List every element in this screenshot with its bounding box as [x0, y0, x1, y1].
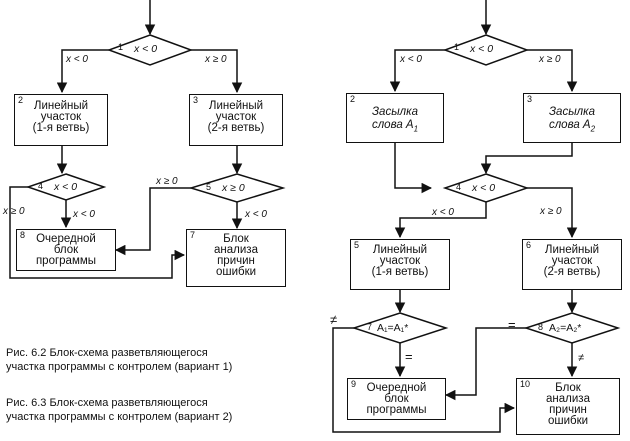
left-block-2-line1: Линейный [33, 100, 89, 112]
left-decision-5-down-label: x < 0 [245, 209, 267, 220]
right-block-6-linear-branch-2: 6 Линейный участок (2-я ветвь) [522, 239, 622, 290]
right-block-5-number: 5 [354, 240, 360, 250]
figure-6-2-caption-line1: Рис. 6.2 Блок-схема разветвляющегося [6, 347, 208, 359]
right-block-10-error-analysis: 10 Блок анализа причин ошибки [516, 378, 620, 435]
left-decision-5-number: 5 [206, 182, 212, 192]
right-arrow-8-to-9 [444, 327, 526, 401]
left-block-2-linear-branch-1: 2 Линейный участок (1-я ветвь) [14, 94, 108, 146]
left-decision-1-diamond [106, 34, 194, 66]
right-block-10-line3: причин [549, 404, 587, 416]
right-decision-1-number: 1 [454, 42, 460, 52]
left-block-2-number: 2 [18, 95, 24, 105]
right-block-10-number: 10 [520, 379, 531, 389]
figure-6-3-caption-line1: Рис. 6.3 Блок-схема разветвляющегося [6, 397, 208, 409]
right-arrow-2-to-4 [394, 143, 433, 194]
right-block-9-line2: блок [384, 393, 409, 405]
right-block-2-number: 2 [350, 94, 356, 104]
left-block-7-number: 7 [190, 230, 196, 240]
right-block-3-send-word-a2: 3 Засылка слова A2 [523, 93, 621, 143]
right-block-9-next-program-block: 9 Очередной блок программы [347, 378, 446, 420]
right-decision-1-no-label: x ≥ 0 [539, 54, 561, 65]
right-decision-7-ne-label: ≠ [330, 312, 338, 327]
right-block-10-line4: ошибки [547, 415, 589, 427]
right-arrow-3-to-4 [480, 143, 573, 175]
left-decision-4-number: 4 [38, 181, 44, 191]
right-decision-7-number: 7 [367, 322, 373, 332]
right-decision-8-eq-label: = [508, 317, 516, 332]
left-block-8-line1: Очередной [36, 233, 96, 245]
left-block-8-number: 8 [20, 230, 26, 240]
right-block-3-line1: Засылка [549, 106, 595, 118]
right-block-10-line1: Блок [555, 382, 581, 394]
right-block-10-line2: анализа [546, 393, 590, 405]
left-decision-1-no-label: x ≥ 0 [205, 54, 227, 65]
right-arrow-7-to-10 [332, 327, 516, 433]
left-decision-4-down-label: x < 0 [73, 209, 95, 220]
right-block-5-line1: Линейный [372, 244, 428, 256]
right-block-5-line3: (1-я ветвь) [371, 266, 429, 278]
right-block-2-send-word-a1: 2 Засылка слова A1 [346, 93, 444, 143]
figure-6-3-caption-line2: участка программы с контролем (вариант 2… [6, 411, 233, 423]
right-decision-1-condition: x < 0 [470, 43, 494, 55]
right-block-9-number: 9 [351, 379, 357, 389]
left-arrow-4-to-7 [9, 186, 186, 279]
left-decision-5-condition: x ≥ 0 [222, 182, 245, 194]
left-decision-1-yes-label: x < 0 [66, 54, 88, 65]
left-block-7-line1: Блок [223, 233, 249, 245]
left-block-7-line2: анализа [214, 244, 258, 256]
left-block-7-line4: ошибки [215, 266, 257, 278]
right-arrow-4-to-5 [394, 202, 487, 239]
right-block-3-line2: слова A2 [548, 119, 596, 134]
right-block-9-line3: программы [366, 404, 427, 416]
right-block-9-line1: Очередной [366, 382, 427, 394]
left-decision-4-condition: x < 0 [54, 181, 78, 193]
left-block-2-line3: (1-я ветвь) [32, 122, 90, 134]
left-decision-5-side-label: x ≥ 0 [156, 176, 178, 187]
left-arrow-1-to-3 [191, 49, 243, 94]
right-arrow-1-to-2 [389, 49, 445, 93]
right-arrow-1-to-3 [527, 49, 578, 93]
right-decision-7-eq-label: = [405, 349, 413, 364]
left-block-8-line2: блок [53, 244, 79, 256]
left-block-2-line2: участок [40, 111, 82, 123]
left-block-3-line1: Линейный [208, 100, 264, 112]
right-arrow-4-to-6 [527, 187, 578, 239]
right-block-2-line2: слова A1 [371, 119, 419, 134]
right-block-6-line3: (2-я ветвь) [543, 266, 601, 278]
right-decision-8-condition: A₂=A₂* [549, 322, 582, 334]
right-decision-1-yes-label: x < 0 [400, 54, 422, 65]
left-arrow-1-to-2 [56, 49, 109, 94]
right-block-6-line2: участок [551, 255, 593, 267]
right-decision-7-condition: A₁=A₁* [377, 322, 409, 334]
figure-6-2-caption-line2: участка программы с контролем (вариант 1… [6, 361, 233, 373]
right-decision-1-diamond [442, 34, 530, 66]
right-decision-8-number: 8 [538, 322, 544, 332]
right-block-5-line2: участок [379, 255, 421, 267]
left-arrow-5-to-8 [114, 187, 191, 256]
right-decision-4-left-label: x < 0 [432, 207, 454, 218]
right-decision-4-condition: x < 0 [472, 182, 496, 194]
left-block-3-linear-branch-2: 3 Линейный участок (2-я ветвь) [189, 94, 283, 146]
left-block-8-line3: программы [35, 255, 97, 267]
right-block-6-number: 6 [526, 240, 532, 250]
left-block-8-next-program-block: 8 Очередной блок программы [16, 229, 116, 271]
right-block-3-number: 3 [527, 94, 533, 104]
left-decision-4-side-label: x ≥ 0 [3, 206, 25, 217]
left-block-7-line3: причин [217, 255, 255, 267]
right-block-6-line1: Линейный [544, 244, 600, 256]
right-block-2-line1: Засылка [372, 106, 418, 118]
right-decision-4-right-label: x ≥ 0 [540, 206, 562, 217]
left-decision-1-number: 1 [118, 42, 124, 52]
right-decision-8-ne-label: ≠ [578, 352, 585, 364]
right-decision-4-number: 4 [456, 182, 462, 192]
left-block-7-error-analysis: 7 Блок анализа причин ошибки [186, 229, 286, 287]
left-decision-1-condition: x < 0 [134, 43, 158, 55]
right-block-5-linear-branch-1: 5 Линейный участок (1-я ветвь) [350, 239, 450, 290]
left-block-3-number: 3 [193, 95, 199, 105]
left-block-3-line2: участок [215, 111, 257, 123]
left-block-3-line3: (2-я ветвь) [207, 122, 265, 134]
